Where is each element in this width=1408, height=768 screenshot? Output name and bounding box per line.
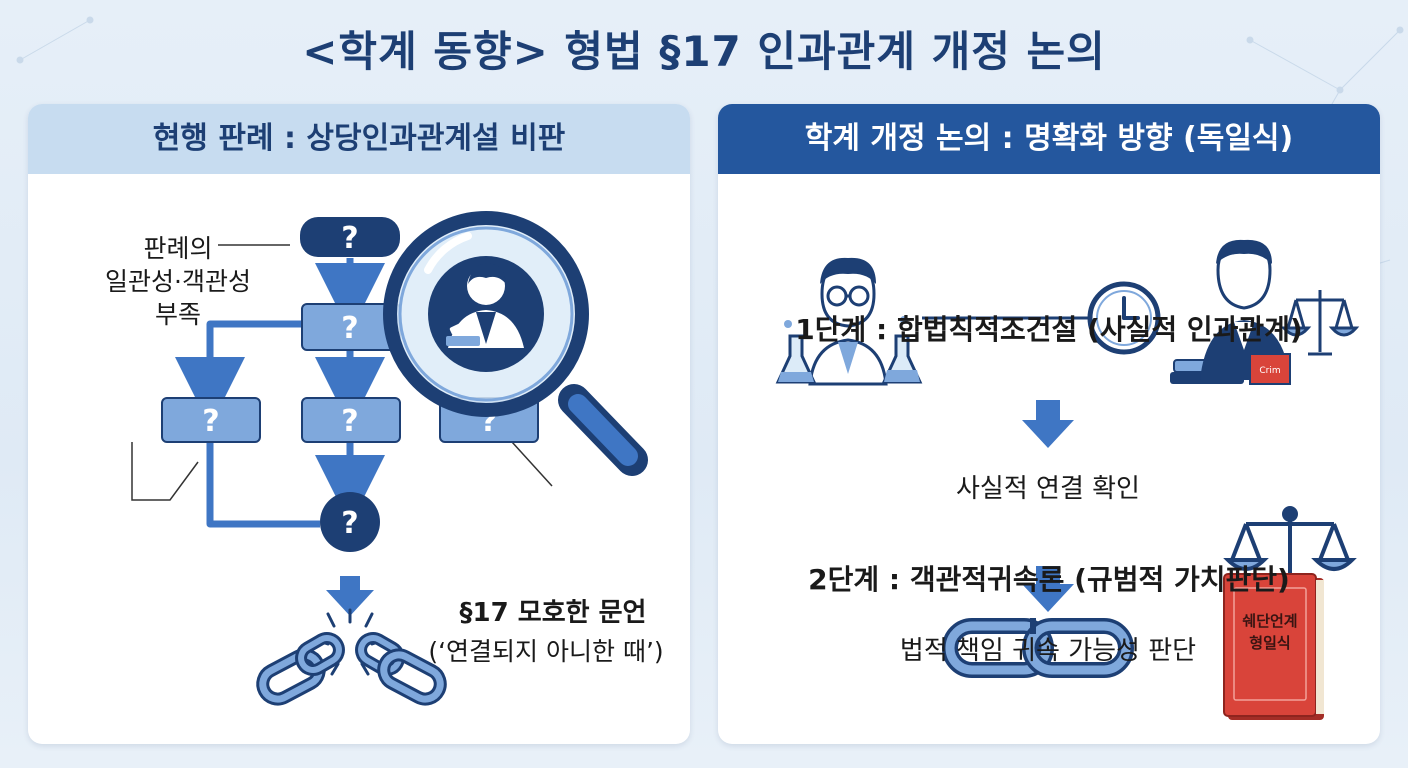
step1-caption: 사실적 연결 확인 xyxy=(956,474,1140,504)
lawyer-icon: Crim xyxy=(1170,239,1291,385)
broken-chain-icon xyxy=(256,608,447,706)
statute-label: §17 모호한 문언 xyxy=(459,598,647,628)
page-title: <학계 동향> 형법 §17 인과관계 개정 논의 xyxy=(302,27,1106,76)
clock-icon xyxy=(1087,281,1161,355)
left-flow-diagram: ? ? ? ? ? ? xyxy=(131,211,648,706)
step2-caption: 법적 책임 귀속 가능성 판단 xyxy=(899,636,1197,666)
flow-box-left: ? xyxy=(161,397,261,443)
down-arrow-2 xyxy=(1022,566,1074,612)
judge-icon xyxy=(428,256,544,372)
consistency-note: 판례의 일관성·객관성 부족 xyxy=(105,234,251,329)
statute-quote: (‘연결되지 아니한 때’) xyxy=(428,637,664,666)
right-panel-header: 학계 개정 논의 : 명확화 방향 (독일식) xyxy=(718,104,1380,174)
step2-title: 2단계 : 객관적귀속론 (규범적 가치판단) xyxy=(808,563,1290,596)
flow-box-middle: ? xyxy=(301,397,401,443)
svg-text:?: ? xyxy=(341,506,358,541)
step1-title: 1단계 : 합법칙적조건설 (사실적 인과관계) xyxy=(795,313,1303,346)
down-arrow-left xyxy=(326,576,374,616)
svg-text:?: ? xyxy=(341,404,358,439)
svg-text:?: ? xyxy=(341,311,358,346)
flow-end-circle: ? xyxy=(320,492,380,552)
flow-box-second: ? xyxy=(301,303,401,351)
svg-text:?: ? xyxy=(341,221,358,256)
flow-box-top: ? xyxy=(300,217,400,257)
magnifier-icon xyxy=(383,211,648,476)
svg-text:쉐단언계: 쉐단언계 xyxy=(1242,612,1297,630)
down-arrow-1 xyxy=(1022,400,1074,448)
scientist-icon xyxy=(775,257,923,386)
svg-text:?: ? xyxy=(202,404,219,439)
small-scales-icon xyxy=(1280,290,1360,356)
academic-revision-panel: 학계 개정 논의 : 명확화 방향 (독일식) xyxy=(718,104,1380,744)
current-precedent-panel: 현행 판례 : 상당인과관계설 비판 ? ? xyxy=(28,104,690,744)
scales-icon xyxy=(1223,506,1357,578)
chain-icon xyxy=(942,618,1134,678)
right-diagram: Crim xyxy=(775,239,1360,720)
left-panel-header: 현행 판례 : 상당인과관계설 비판 xyxy=(28,104,690,174)
law-book-icon: 쉐단언계 형일식 xyxy=(1223,573,1324,720)
svg-text:Crim: Crim xyxy=(1259,366,1280,376)
svg-text:형일식: 형일식 xyxy=(1249,634,1290,652)
